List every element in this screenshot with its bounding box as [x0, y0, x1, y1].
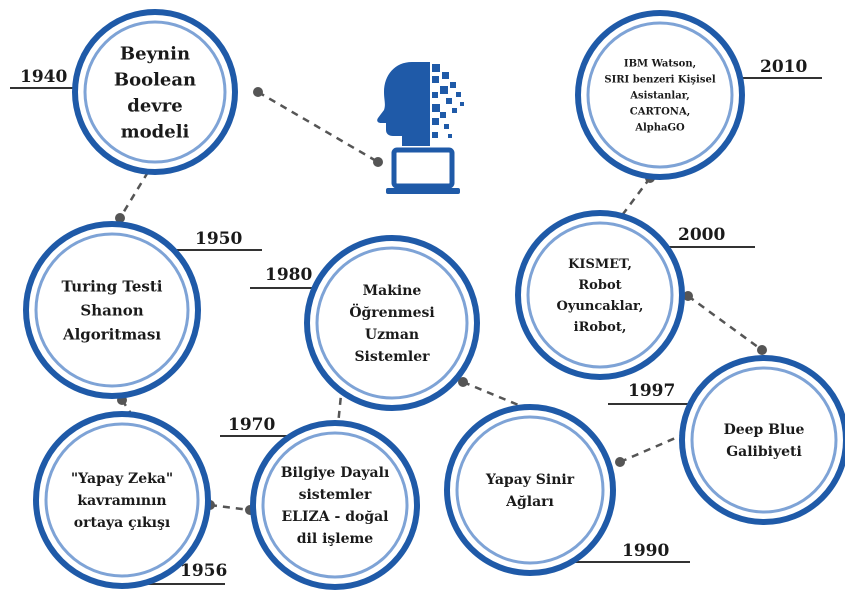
node-outer-ring	[304, 235, 480, 411]
node-text-line: ortaya çıkışı	[74, 515, 170, 531]
connector-dot	[115, 213, 125, 223]
node-inner-ring	[83, 20, 227, 164]
connector-1956-1970	[209, 503, 251, 512]
connector-dot	[683, 291, 693, 301]
node-text-line: Deep Blue	[724, 422, 805, 438]
node-text-line: Beynin	[120, 43, 190, 64]
node-text-line: Turing Testi	[62, 277, 163, 295]
year-label-1997: 1997	[608, 381, 692, 405]
node-inner-ring	[315, 246, 469, 400]
node-text-line: modeli	[121, 121, 190, 142]
node-text-line: "Yapay Zeka"	[71, 471, 173, 487]
node-text-line: CARTONA,	[630, 107, 690, 118]
year-1997-text: 1997	[628, 381, 675, 401]
node-text-line: KISMET,	[568, 257, 632, 272]
year-2010-text: 2010	[760, 57, 807, 77]
node-text-line: ELIZA - doğal	[281, 509, 388, 525]
connector-dot	[373, 157, 383, 167]
node-text-line: Sistemler	[354, 349, 430, 365]
node-inner-ring	[586, 21, 734, 169]
node-outer-ring	[575, 10, 745, 180]
node-outer-ring	[23, 221, 201, 399]
node-text-line: Öğrenmesi	[349, 302, 434, 321]
node-text-line: dil işleme	[297, 531, 374, 547]
node-inner-ring	[261, 431, 409, 579]
node-text-line: Makine	[363, 283, 422, 299]
node-inner-ring	[44, 422, 200, 578]
node-outer-ring	[250, 420, 420, 590]
node-text-line: Algoritması	[62, 325, 161, 343]
node-text-line: Robot	[578, 278, 621, 293]
node-text-line: Ağları	[505, 494, 554, 510]
year-1940-text: 1940	[20, 67, 67, 87]
connector-dot	[615, 457, 625, 467]
node-text-line: Galibiyeti	[726, 444, 802, 460]
node-text-line: kavramının	[77, 493, 166, 509]
node-text-line: AlphaGO	[634, 123, 685, 134]
node-text-line: IBM Watson,	[624, 59, 696, 70]
node-inner-ring	[526, 221, 674, 369]
node-text-line: Yapay Sinir	[485, 472, 575, 488]
milestone-1956: "Yapay Zeka" kavramının ortaya çıkışı	[33, 411, 211, 589]
node-text-line: Asistanlar,	[629, 91, 690, 102]
connector-1940-1950	[118, 171, 150, 219]
node-text-line: Uzman	[365, 327, 419, 343]
node-inner-ring	[690, 366, 838, 514]
connector-1990-1997	[619, 434, 681, 464]
connector-dot	[757, 345, 767, 355]
node-text-line: SIRI benzeri Kişisel	[604, 75, 715, 86]
year-label-1980: 1980	[250, 265, 322, 289]
node-outer-ring	[72, 9, 238, 175]
milestone-2010: IBM Watson, SIRI benzeri KişiselAsistanla…	[575, 10, 745, 180]
connector-dot	[458, 377, 468, 387]
year-1980-text: 1980	[265, 265, 312, 285]
ai-head-laptop-icon	[377, 62, 464, 194]
year-2000-text: 2000	[678, 225, 725, 245]
year-label-1990: 1990	[575, 541, 690, 563]
node-outer-ring	[444, 404, 616, 576]
node-text-line: Oyuncaklar,	[557, 299, 644, 314]
node-text-line: devre	[127, 95, 182, 116]
node-outer-ring	[679, 355, 845, 525]
year-labels: 1940 1950 1956 1970 1980 1990 1997 2000	[10, 57, 822, 585]
year-1950-text: 1950	[195, 229, 242, 249]
year-label-1970: 1970	[220, 415, 302, 437]
node-text-line: Bilgiye Dayalı	[281, 465, 390, 481]
year-1970-text: 1970	[228, 415, 275, 435]
node-text-line: sistemler	[299, 487, 372, 503]
connector-2010-2000	[619, 177, 651, 219]
year-1990-text: 1990	[622, 541, 669, 561]
node-outer-ring	[33, 411, 211, 589]
year-label-1950: 1950	[160, 229, 262, 251]
node-text-line: iRobot,	[574, 320, 627, 335]
node-inner-ring	[34, 232, 190, 388]
node-outer-ring	[515, 210, 685, 380]
connector-1940-icon	[257, 90, 379, 164]
connector-dot	[253, 87, 263, 97]
year-1956-text: 1956	[180, 561, 227, 581]
node-inner-ring	[455, 415, 605, 565]
node-text-line: Boolean	[114, 69, 196, 90]
connector-2000-1997	[687, 294, 763, 352]
node-text-line: Shanon	[80, 301, 143, 319]
